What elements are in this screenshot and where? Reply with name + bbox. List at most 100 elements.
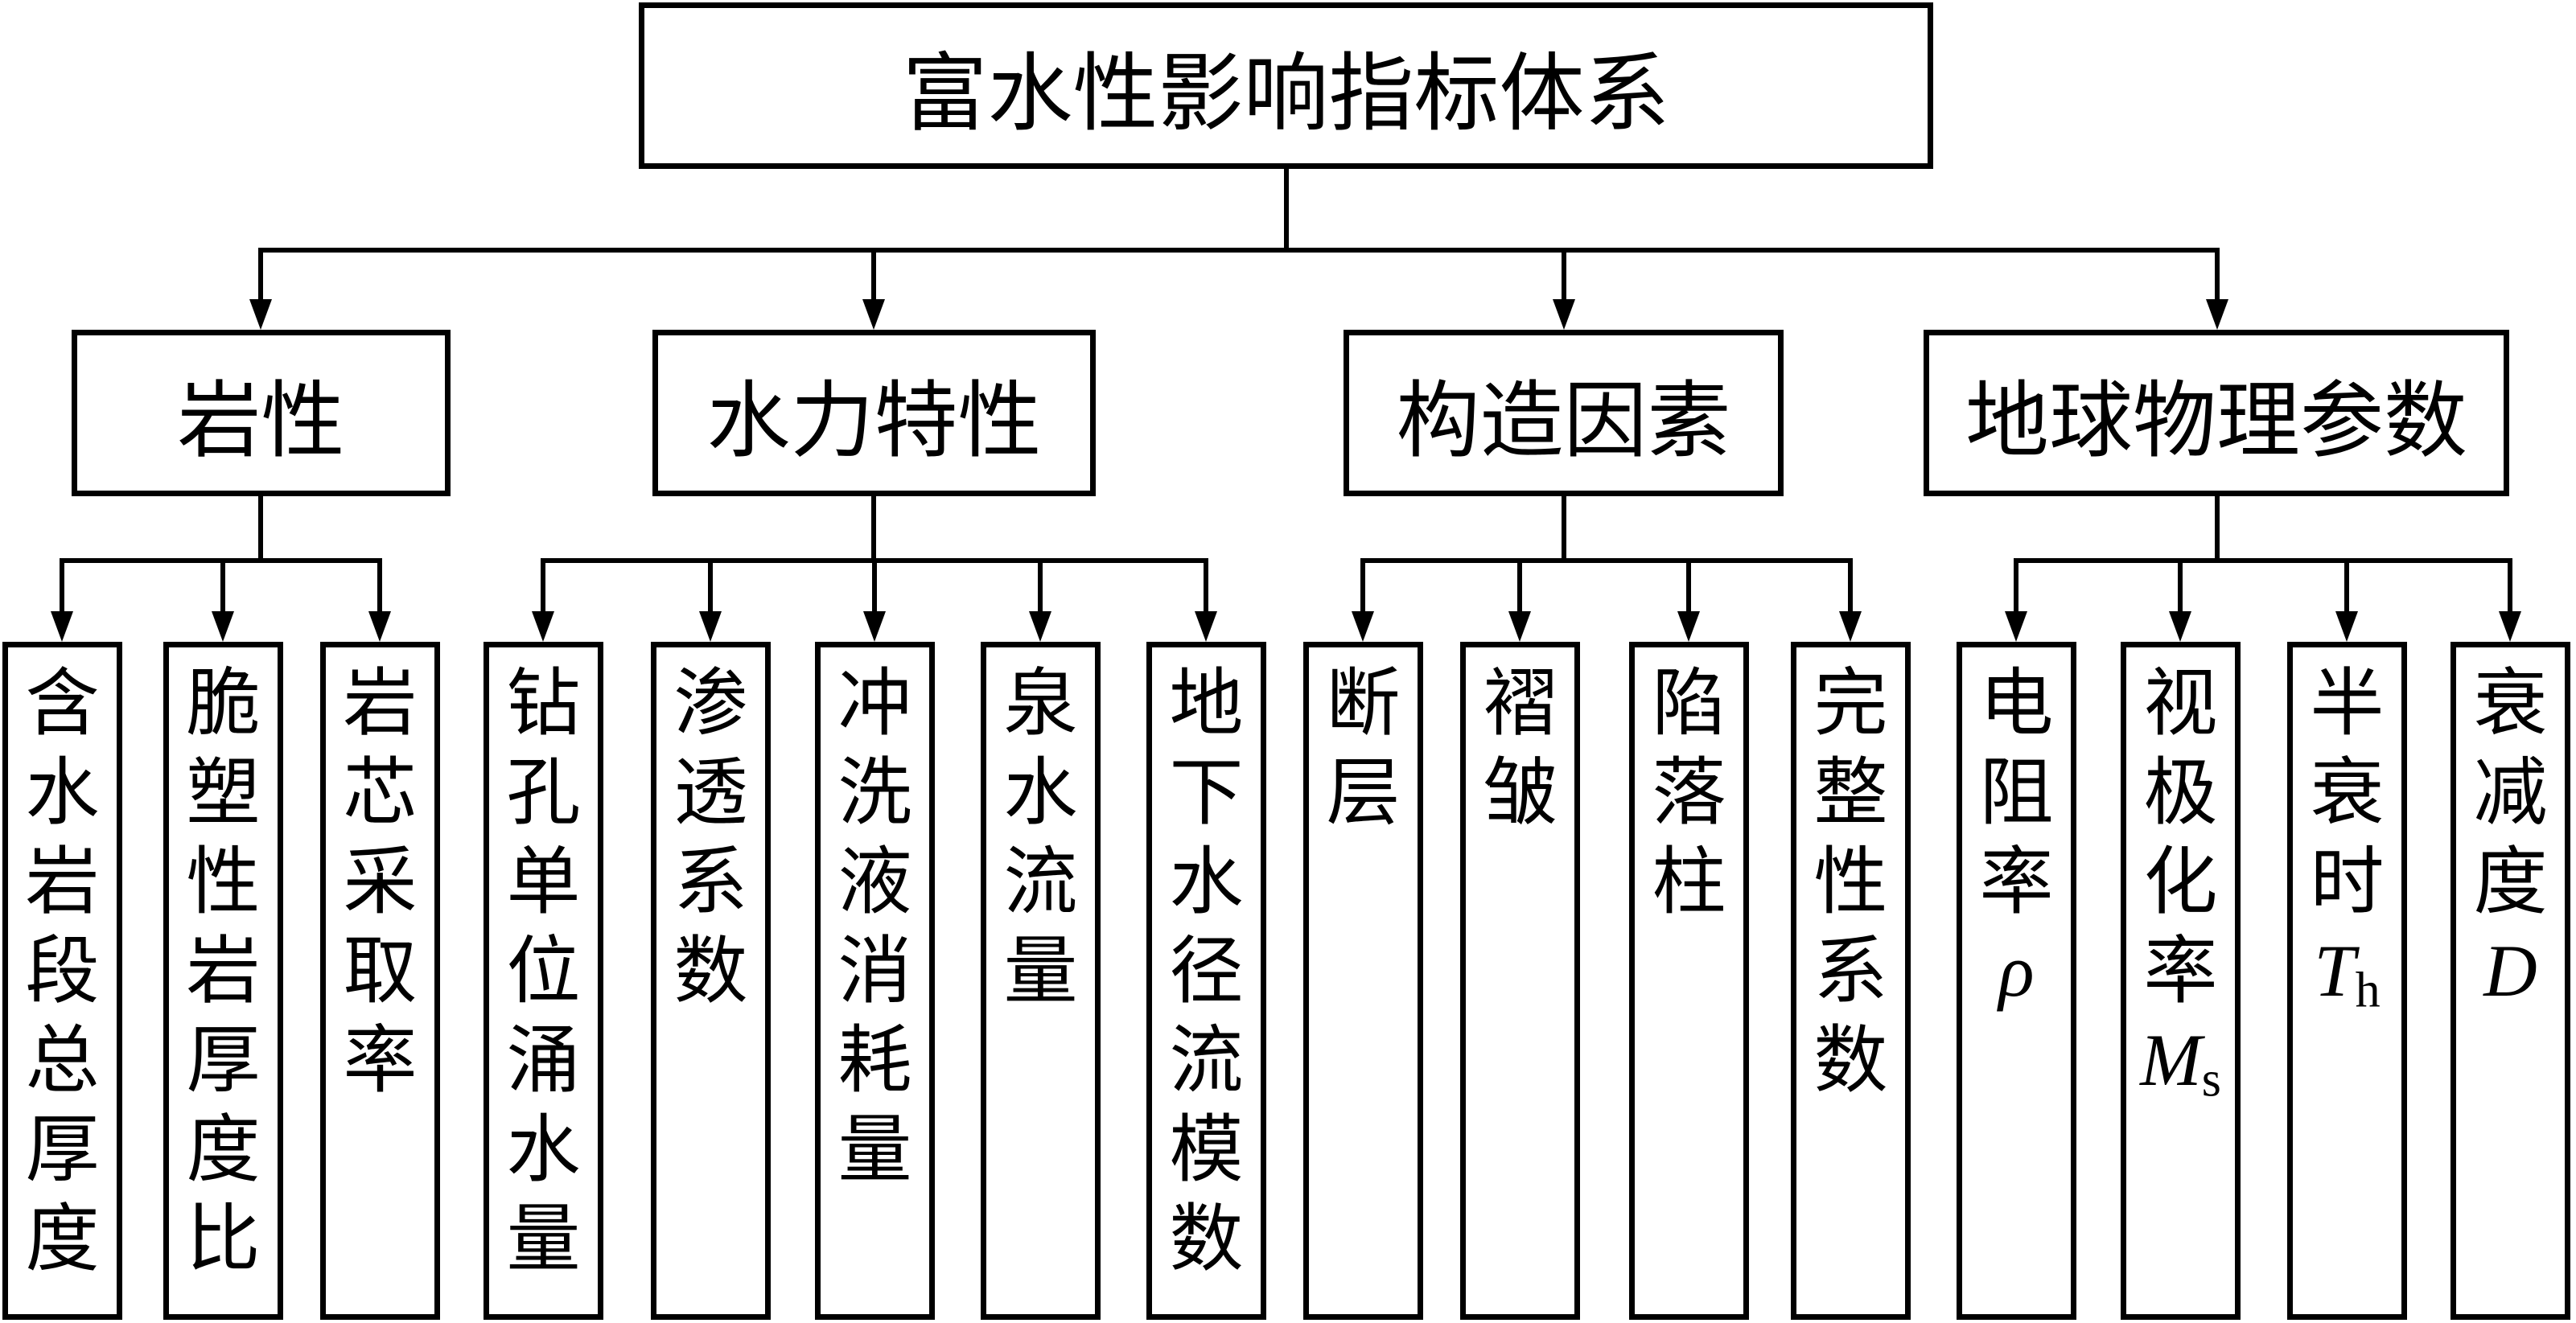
category-label: 岩性: [177, 372, 345, 470]
leaf-label-char: 减: [2473, 750, 2548, 836]
leaf-label-char: 量: [837, 1107, 912, 1193]
leaf-label-char: 下: [1169, 750, 1244, 836]
leaf-label-char: 采: [343, 839, 418, 925]
parameter-symbol-main: M: [2140, 1019, 2202, 1101]
arrowhead-icon: [699, 611, 722, 642]
parameter-symbol-main: D: [2483, 930, 2537, 1012]
leaf-label-char: 洗: [837, 750, 912, 836]
leaf-label-char: 半: [2310, 660, 2385, 746]
leaf-label-char: 完: [1813, 660, 1888, 746]
arrowhead-icon: [1839, 611, 1862, 642]
leaf-fold: 褶皱: [1460, 642, 1580, 1320]
leaf-label-char: 时: [2310, 839, 2385, 925]
leaf-label-char: 液: [837, 839, 912, 925]
leaf-label-char: 率: [2143, 928, 2218, 1014]
leaf-label-char: 系: [1813, 928, 1888, 1014]
leaf-label-char: 率: [343, 1017, 418, 1103]
parameter-symbol-subscript: h: [2355, 963, 2381, 1018]
arrowhead-icon: [1352, 611, 1374, 642]
arrowhead-icon: [212, 611, 234, 642]
leaf-label: 岩芯采取率: [343, 659, 417, 1105]
leaf-label-char: 塑: [186, 750, 261, 836]
leaf-label-char: 总: [25, 1017, 100, 1103]
parameter-symbol-main: T: [2314, 930, 2356, 1012]
leaf-label-char: 水: [25, 750, 100, 836]
arrowhead-icon: [2206, 299, 2228, 330]
arrowhead-icon: [2169, 611, 2191, 642]
leaf-fault: 断层: [1303, 642, 1423, 1320]
category-hydraulic: 水力特性: [652, 330, 1096, 496]
parameter-symbol: Ms: [2140, 1016, 2221, 1107]
arrowhead-icon: [863, 611, 886, 642]
arrowhead-icon: [368, 611, 391, 642]
leaf-label-char: 冲: [837, 660, 912, 746]
leaf-label-char: 褶: [1483, 660, 1558, 746]
leaf-label-char: 度: [2473, 839, 2548, 925]
leaf-label: 含水岩段总厚度: [25, 659, 99, 1284]
leaf-label-char: 耗: [837, 1017, 912, 1103]
parameter-symbol: ρ: [1998, 927, 2034, 1016]
leaf-label-char: 岩: [343, 660, 418, 746]
parameter-symbol: D: [2483, 927, 2537, 1016]
leaf-permeability: 渗透系数: [651, 642, 771, 1320]
arrowhead-icon: [2499, 611, 2521, 642]
leaf-label: 地下水径流模数: [1169, 659, 1243, 1284]
arrowhead-icon: [1195, 611, 1217, 642]
leaf-label-char: 地: [1169, 660, 1244, 746]
leaf-runoff-modulus: 地下水径流模数: [1146, 642, 1266, 1320]
leaf-label-char: 性: [1813, 839, 1888, 925]
arrowhead-icon: [249, 299, 272, 330]
leaf-label-char: 整: [1813, 750, 1888, 836]
leaf-label-char: 数: [673, 928, 748, 1014]
arrowhead-icon: [532, 611, 554, 642]
leaf-label: 电阻率: [1979, 659, 2053, 927]
leaf-label-char: 段: [25, 928, 100, 1014]
leaf-label-char: 水: [1003, 750, 1078, 836]
arrowhead-icon: [51, 611, 73, 642]
root-node: 富水性影响指标体系: [639, 2, 1933, 169]
leaf-label-char: 渗: [673, 660, 748, 746]
leaf-label-char: 透: [673, 750, 748, 836]
leaf-label-char: 数: [1169, 1196, 1244, 1282]
leaf-label-char: 率: [1979, 839, 2054, 925]
leaf-core-recovery: 岩芯采取率: [320, 642, 440, 1320]
leaf-label-char: 脆: [186, 660, 261, 746]
leaf-label-char: 水: [506, 1107, 581, 1193]
leaf-label-char: 钻: [506, 660, 581, 746]
leaf-flushing-fluid-loss: 冲洗液消耗量: [815, 642, 935, 1320]
parameter-symbol-subscript: s: [2201, 1052, 2221, 1107]
leaf-label-char: 厚: [186, 1017, 261, 1103]
leaf-label-char: 模: [1169, 1107, 1244, 1193]
arrowhead-icon: [2005, 611, 2027, 642]
category-label: 构造因素: [1396, 372, 1731, 470]
leaf-label-char: 流: [1003, 839, 1078, 925]
leaf-brittle-plastic-ratio: 脆塑性岩厚度比: [163, 642, 283, 1320]
arrowhead-icon: [1677, 611, 1700, 642]
leaf-label-char: 孔: [506, 750, 581, 836]
leaf-label-char: 柱: [1652, 839, 1726, 925]
leaf-label-char: 位: [506, 928, 581, 1014]
leaf-label: 完整性系数: [1813, 659, 1887, 1105]
leaf-spring-flow: 泉水流量: [981, 642, 1101, 1320]
leaf-label-char: 陷: [1652, 660, 1726, 746]
leaf-label-char: 阻: [1979, 750, 2054, 836]
leaf-label-char: 涌: [506, 1017, 581, 1103]
arrowhead-icon: [1029, 611, 1051, 642]
leaf-label-char: 衰: [2473, 660, 2548, 746]
leaf-label: 钻孔单位涌水量: [506, 659, 580, 1284]
leaf-label-char: 皱: [1483, 750, 1558, 836]
leaf-label-char: 径: [1169, 928, 1244, 1014]
category-geophysical: 地球物理参数: [1924, 330, 2509, 496]
leaf-label-char: 含: [25, 660, 100, 746]
leaf-label: 泉水流量: [1003, 659, 1077, 1016]
category-lithology: 岩性: [72, 330, 451, 496]
leaf-label-char: 量: [506, 1196, 581, 1282]
leaf-label: 断层: [1326, 659, 1400, 837]
leaf-label-char: 度: [186, 1107, 261, 1193]
category-label: 地球物理参数: [1965, 372, 2467, 470]
leaf-label-char: 泉: [1003, 660, 1078, 746]
